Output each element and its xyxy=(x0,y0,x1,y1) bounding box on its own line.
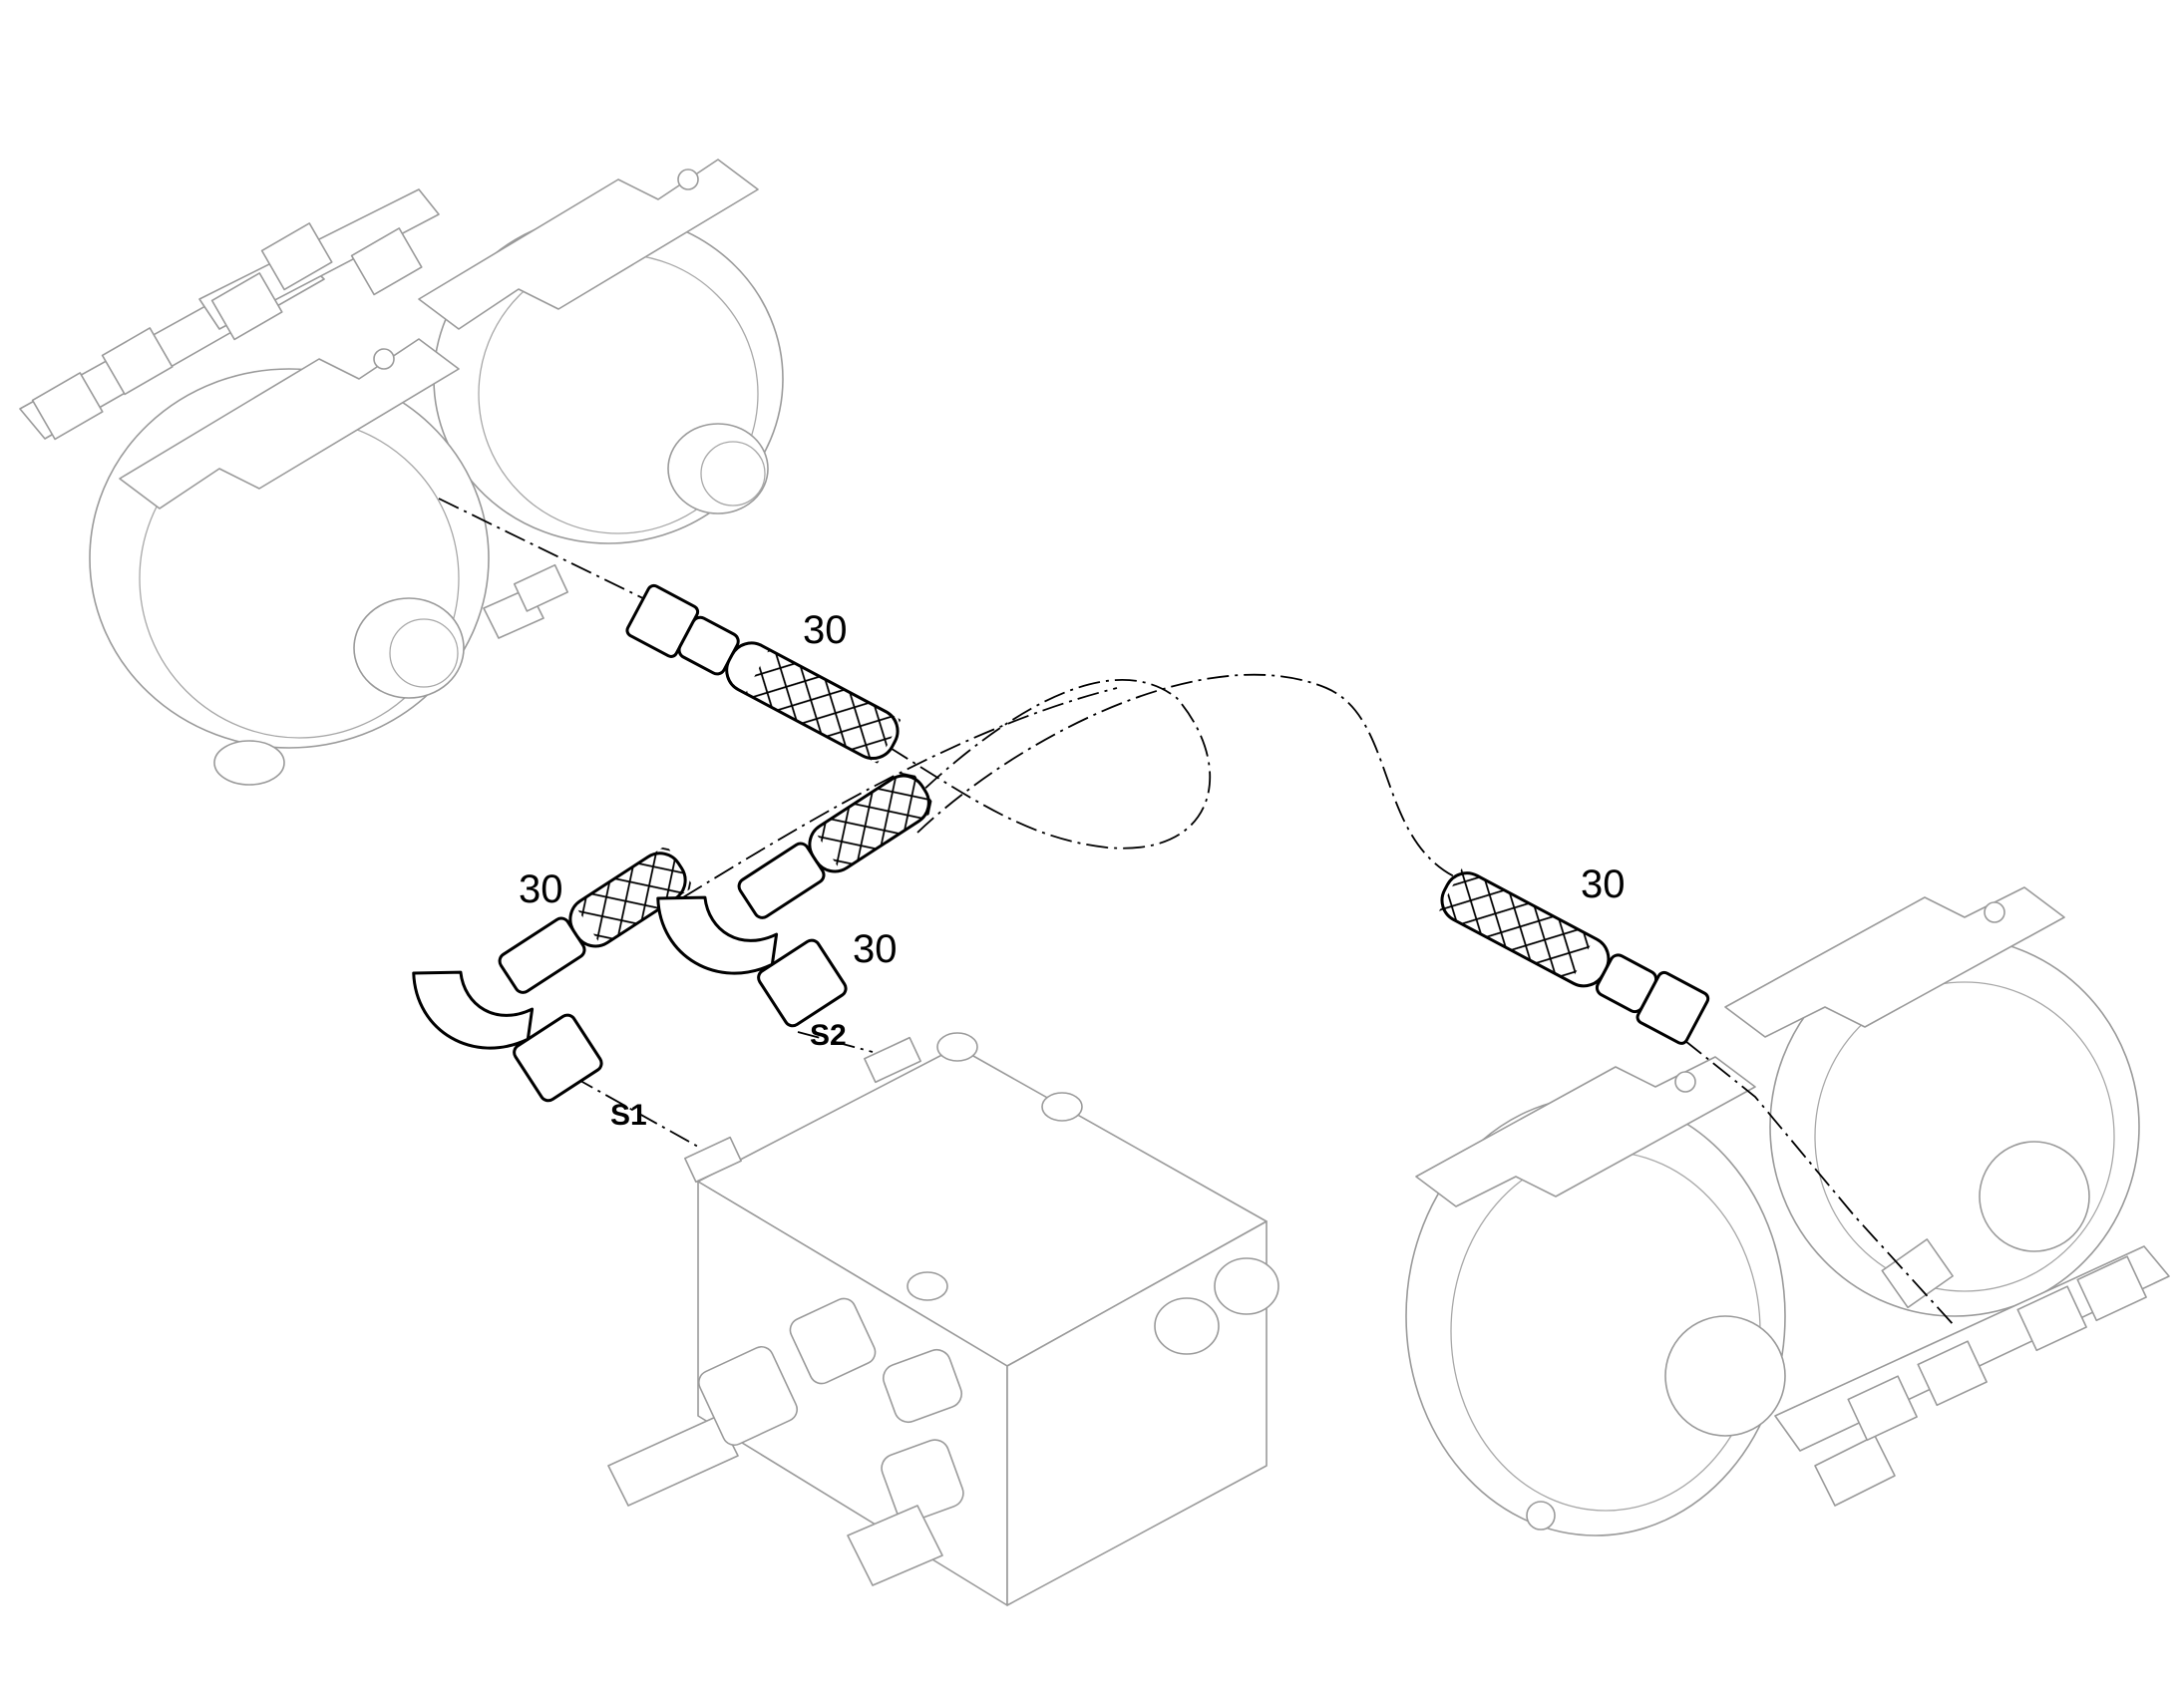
hose-assembly-left xyxy=(412,845,694,1103)
callout-hose-middle: 30 xyxy=(853,927,898,971)
hose-assembly-right xyxy=(1438,867,1710,1045)
valve-block xyxy=(607,1032,1279,1606)
routing-lines xyxy=(438,498,1956,1327)
port-label-s2: S2 xyxy=(810,1019,847,1052)
accumulator-pair-top-left xyxy=(19,159,784,786)
port-label-s1: S1 xyxy=(610,1099,647,1132)
callout-hose-left: 30 xyxy=(519,867,563,911)
callout-hose-right: 30 xyxy=(1581,862,1626,906)
callout-hose-top: 30 xyxy=(803,608,848,652)
hose-assembly-middle xyxy=(656,767,937,1028)
hose-assembly-top xyxy=(625,583,902,764)
accumulator-pair-bottom-right xyxy=(1405,886,2170,1537)
